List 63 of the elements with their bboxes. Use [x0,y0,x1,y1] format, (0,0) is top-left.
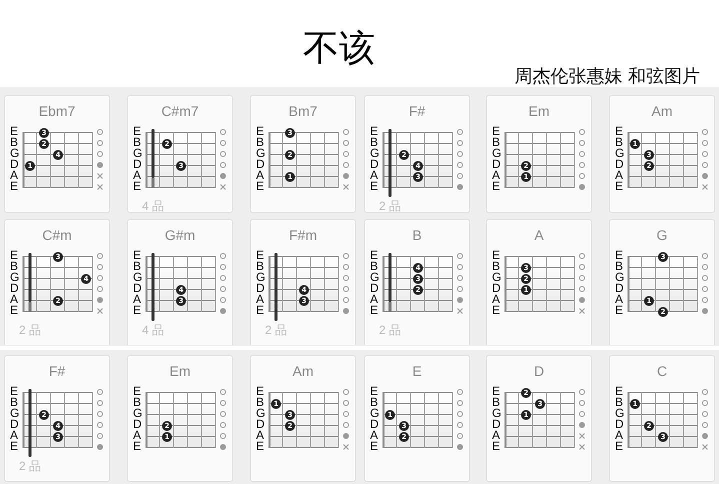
string-names: E B G D A E [615,126,624,192]
chord-name: G [656,227,668,243]
chord-card [127,355,233,482]
chord-card [364,219,470,345]
chord-card [127,219,233,345]
chord-card [609,355,715,482]
chord-card [486,355,592,482]
string-names: E B G D A E [370,126,379,192]
page-title: 不该 [303,29,375,69]
string-names: E B G D A E [256,250,265,316]
chord-name: Am [292,363,314,379]
chord-card [4,355,110,482]
string-names: E B G D A E [370,250,379,316]
chord-name: F# [48,363,66,379]
string-names: E B G D A E [492,250,501,316]
chord-name: G#m [164,227,196,243]
chord-name: Bm7 [288,103,318,119]
chord-name: E [412,363,422,379]
chord-card [4,95,110,213]
chord-card [250,355,356,482]
string-names: E B G D A E [256,386,265,452]
string-names: E B G D A E [492,386,501,452]
chord-name: C#m [42,227,72,243]
chord-name: B [412,227,422,243]
string-names: E B G D A E [492,126,501,192]
subtitle: 周杰伦张惠妹 和弦图片 [514,66,700,88]
chord-name: Am [652,103,672,119]
chord-name: F# [408,103,426,119]
chord-name: F#m [289,227,317,243]
chord-name: A [534,227,544,243]
chord-card [486,219,592,345]
chord-card [364,355,470,482]
fret-position-label: 4 品 [142,323,164,337]
string-names: E B G D A E [615,386,624,452]
fret-position-label: 4 品 [142,199,164,213]
string-names: E B G D A E [133,386,142,452]
fret-position-label: 2 品 [19,323,42,337]
chord-name: C [656,363,668,379]
string-names: E B G D A E [10,126,19,192]
fret-position-label: 2 品 [265,323,288,337]
chord-card [486,95,592,213]
string-names: E B G D A E [10,250,19,316]
string-names: E B G D A E [133,126,142,192]
chord-name: D [534,363,544,379]
chord-name: C#m7 [161,103,199,119]
chord-card [364,95,470,213]
fret-position-label: 2 品 [379,323,402,337]
chord-name: Ebm7 [38,103,76,119]
chord-card [4,219,110,345]
chord-name: Em [170,363,190,379]
string-names: E B G D A E [133,250,142,316]
string-names: E B G D A E [370,386,379,452]
string-names: E B G D A E [10,386,19,452]
string-names: E B G D A E [256,126,265,192]
chord-card [609,95,715,213]
chord-card [250,219,356,345]
fret-position-label: 2 品 [19,459,42,473]
chord-card [609,219,715,345]
chord-card [250,95,356,213]
chord-name: Em [528,103,550,119]
fret-position-label: 2 品 [379,199,402,213]
chord-card [127,95,233,213]
string-names: E B G D A E [615,250,624,316]
